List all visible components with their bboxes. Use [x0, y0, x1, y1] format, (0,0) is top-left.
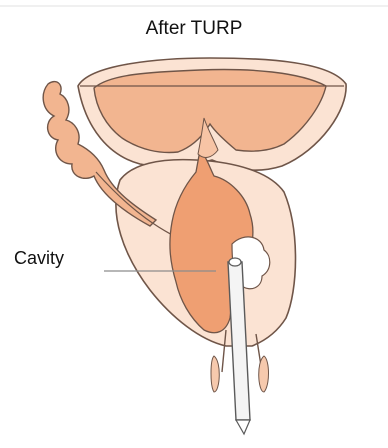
urethral-sphincter-left: [211, 356, 219, 392]
catheter-tip: [236, 420, 250, 434]
urethral-sphincter-right: [259, 356, 269, 392]
catheter-eye: [229, 258, 241, 266]
